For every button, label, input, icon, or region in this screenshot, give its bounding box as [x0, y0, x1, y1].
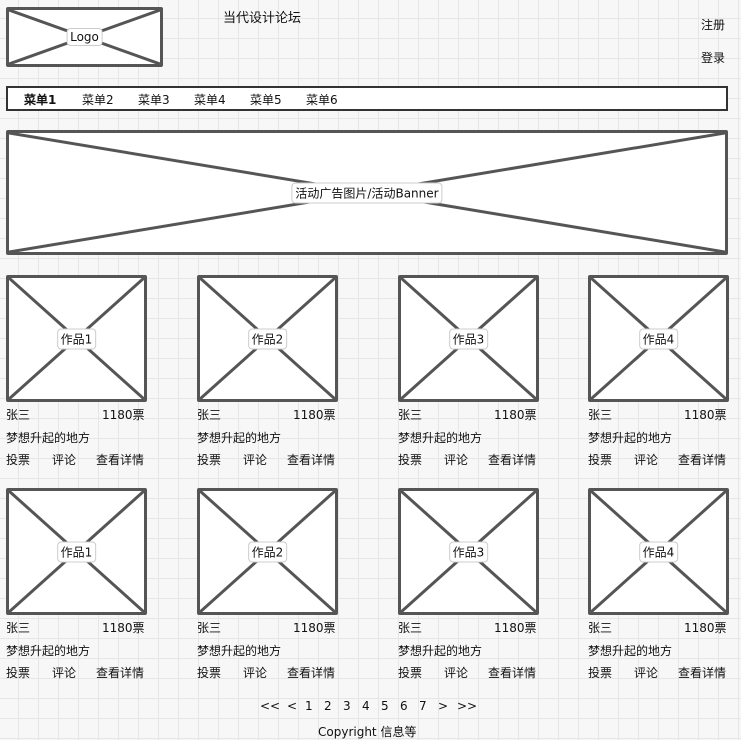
work-desc: 梦想升起的地方 [6, 431, 91, 445]
details-button[interactable]: 查看详情 [287, 453, 336, 467]
nav-item-2[interactable]: 菜单2 [82, 93, 114, 107]
page-link[interactable]: 2 [324, 699, 332, 713]
work-votes: 1180票 [684, 621, 727, 635]
vote-button[interactable]: 投票 [588, 666, 613, 680]
comment-button[interactable]: 评论 [634, 666, 659, 680]
work-title: 作品3 [448, 541, 489, 562]
comment-button[interactable]: 评论 [52, 453, 77, 467]
work-image[interactable]: 作品2 [197, 488, 338, 615]
page-link[interactable]: 7 [419, 699, 427, 713]
vote-button[interactable]: 投票 [588, 453, 613, 467]
work-title: 作品1 [56, 328, 97, 349]
work-desc: 梦想升起的地方 [398, 644, 483, 658]
vote-button[interactable]: 投票 [6, 453, 31, 467]
work-author: 张三 [197, 621, 222, 635]
logo-placeholder: Logo [6, 7, 163, 67]
comment-button[interactable]: 评论 [243, 453, 268, 467]
work-author: 张三 [588, 621, 613, 635]
details-button[interactable]: 查看详情 [488, 666, 537, 680]
page-link[interactable]: 5 [381, 699, 389, 713]
work-image[interactable]: 作品2 [197, 275, 338, 402]
work-image[interactable]: 作品4 [588, 275, 729, 402]
work-image[interactable]: 作品4 [588, 488, 729, 615]
page-link[interactable]: 6 [400, 699, 408, 713]
work-votes: 1180票 [102, 408, 145, 422]
comment-button[interactable]: 评论 [444, 666, 469, 680]
page-link[interactable]: 1 [305, 699, 313, 713]
work-desc: 梦想升起的地方 [398, 431, 483, 445]
work-votes: 1180票 [494, 621, 537, 635]
vote-button[interactable]: 投票 [398, 453, 423, 467]
main-nav: 菜单1 菜单2 菜单3 菜单4 菜单5 菜单6 [6, 86, 728, 111]
login-link[interactable]: 登录 [701, 51, 726, 65]
nav-item-3[interactable]: 菜单3 [138, 93, 170, 107]
details-button[interactable]: 查看详情 [678, 453, 727, 467]
page-link[interactable]: 4 [362, 699, 370, 713]
details-button[interactable]: 查看详情 [96, 666, 145, 680]
work-author: 张三 [6, 621, 31, 635]
vote-button[interactable]: 投票 [197, 453, 222, 467]
page-link[interactable]: > [438, 699, 449, 713]
work-votes: 1180票 [494, 408, 537, 422]
nav-item-5[interactable]: 菜单5 [250, 93, 282, 107]
register-link[interactable]: 注册 [701, 18, 726, 32]
work-votes: 1180票 [102, 621, 145, 635]
comment-button[interactable]: 评论 [634, 453, 659, 467]
work-image[interactable]: 作品1 [6, 488, 147, 615]
details-button[interactable]: 查看详情 [96, 453, 145, 467]
comment-button[interactable]: 评论 [52, 666, 77, 680]
work-author: 张三 [398, 408, 423, 422]
nav-item-4[interactable]: 菜单4 [194, 93, 226, 107]
work-image[interactable]: 作品1 [6, 275, 147, 402]
vote-button[interactable]: 投票 [398, 666, 423, 680]
work-votes: 1180票 [293, 621, 336, 635]
banner-placeholder[interactable]: 活动广告图片/活动Banner [6, 130, 728, 255]
page-link[interactable]: << [260, 699, 281, 713]
comment-button[interactable]: 评论 [243, 666, 268, 680]
work-title: 作品3 [448, 328, 489, 349]
work-title: 作品1 [56, 541, 97, 562]
work-desc: 梦想升起的地方 [197, 431, 282, 445]
comment-button[interactable]: 评论 [444, 453, 469, 467]
vote-button[interactable]: 投票 [197, 666, 222, 680]
work-desc: 梦想升起的地方 [588, 431, 673, 445]
copyright: Copyright 信息等 [318, 725, 417, 739]
banner-label: 活动广告图片/活动Banner [291, 182, 443, 203]
work-image[interactable]: 作品3 [398, 275, 539, 402]
work-desc: 梦想升起的地方 [197, 644, 282, 658]
work-title: 作品4 [638, 541, 679, 562]
work-image[interactable]: 作品3 [398, 488, 539, 615]
work-votes: 1180票 [293, 408, 336, 422]
work-desc: 梦想升起的地方 [588, 644, 673, 658]
page-link[interactable]: >> [457, 699, 478, 713]
details-button[interactable]: 查看详情 [678, 666, 727, 680]
work-title: 作品4 [638, 328, 679, 349]
work-desc: 梦想升起的地方 [6, 644, 91, 658]
work-title: 作品2 [247, 328, 288, 349]
page-link[interactable]: 3 [343, 699, 351, 713]
nav-item-1[interactable]: 菜单1 [24, 93, 57, 107]
details-button[interactable]: 查看详情 [287, 666, 336, 680]
page-link[interactable]: < [287, 699, 298, 713]
details-button[interactable]: 查看详情 [488, 453, 537, 467]
logo-label: Logo [66, 28, 103, 46]
vote-button[interactable]: 投票 [6, 666, 31, 680]
work-author: 张三 [588, 408, 613, 422]
site-title: 当代设计论坛 [223, 11, 302, 26]
work-votes: 1180票 [684, 408, 727, 422]
nav-item-6[interactable]: 菜单6 [306, 93, 338, 107]
work-author: 张三 [398, 621, 423, 635]
work-author: 张三 [197, 408, 222, 422]
work-title: 作品2 [247, 541, 288, 562]
work-author: 张三 [6, 408, 31, 422]
